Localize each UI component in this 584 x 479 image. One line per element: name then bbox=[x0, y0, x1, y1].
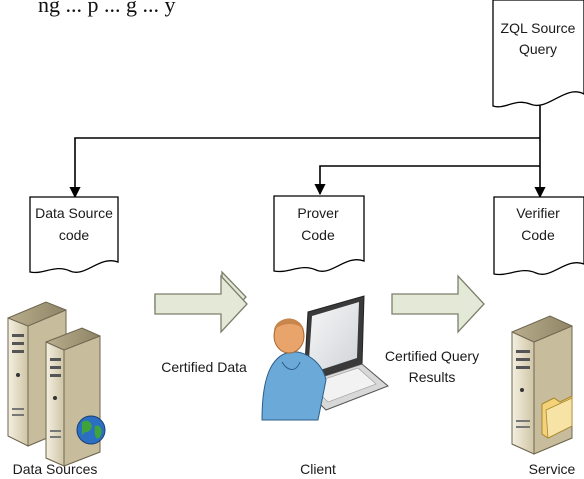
verifier-code-document: Verifier Code bbox=[493, 196, 584, 276]
verifier-label-line2: Code bbox=[521, 227, 555, 243]
certified-data-arrow: Certified Data bbox=[154, 270, 248, 375]
certified-data-label: Certified Data bbox=[161, 359, 247, 375]
data-source-code-document: Data Source code bbox=[29, 196, 119, 274]
zql-query-document: ZQL Source Query bbox=[492, 0, 584, 108]
prover-label-line2: Code bbox=[301, 227, 335, 243]
connectors bbox=[69, 98, 546, 199]
data-sources-servers-icon bbox=[7, 301, 106, 467]
zql-label-line1: ZQL Source bbox=[501, 20, 576, 36]
service-label: Service bbox=[529, 461, 576, 477]
zql-label-line2: Query bbox=[519, 41, 557, 57]
prover-code-document: Prover Code bbox=[273, 195, 365, 273]
data-source-label-line2: code bbox=[59, 227, 90, 243]
data-sources-label: Data Sources bbox=[13, 461, 98, 477]
client-person-laptop-icon bbox=[261, 295, 389, 421]
prover-label-line1: Prover bbox=[297, 205, 339, 221]
certified-query-results-label-line2: Results bbox=[409, 369, 456, 385]
folder-icon bbox=[541, 395, 573, 439]
certified-query-results-label-line1: Certified Query bbox=[385, 348, 479, 364]
certified-query-results-arrow: Certified Query Results bbox=[385, 274, 485, 385]
globe-icon bbox=[76, 415, 106, 445]
service-server-icon bbox=[511, 315, 573, 455]
client-label: Client bbox=[300, 461, 336, 477]
data-source-label-line1: Data Source bbox=[35, 205, 113, 221]
top-cropped-text: ng ... p ... g ... y bbox=[38, 0, 176, 17]
verifier-label-line1: Verifier bbox=[516, 205, 560, 221]
connector-to-prover bbox=[314, 165, 540, 196]
connector-to-data-source bbox=[69, 137, 540, 199]
